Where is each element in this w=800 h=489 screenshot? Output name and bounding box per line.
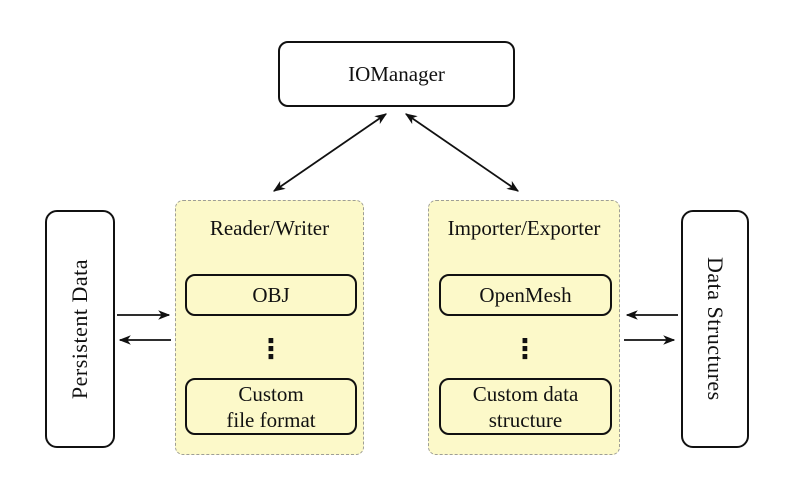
iomanager-label: IOManager [348,61,445,86]
data-structures-node: Data Structures [681,210,749,448]
persistent-data-node: Persistent Data [45,210,115,448]
openmesh-label-line1: OpenMesh [479,283,572,307]
reader-writer-title: Reader/Writer [209,216,330,240]
custom-data-structure-node: Custom data structure [439,378,612,435]
vertical-ellipsis-left: ⋮ [257,334,285,365]
custom-file-format-line1: Custom [238,381,304,406]
importer-exporter-panel [428,200,620,455]
custom-file-format-node: Custom file format [185,378,357,435]
arrow-iomanager-importerexporter [405,113,519,192]
arrow-iomanager-readerwriter [273,113,387,192]
obj-label-line1: OBJ [252,283,290,307]
custom-data-structure-line1: Custom data [472,381,579,406]
persistent-data-label: Persistent Data [67,258,92,400]
custom-file-format-line2: file format [226,407,316,432]
importer-exporter-title: Importer/Exporter [447,216,601,240]
custom-data-structure-line2: structure [488,407,563,432]
obj-node: OBJ [185,274,357,316]
openmesh-node: OpenMesh [439,274,612,316]
data-structures-label: Data Structures [703,257,728,401]
reader-writer-panel [175,200,364,455]
vertical-ellipsis-right: ⋮ [511,334,539,365]
iomanager-node: IOManager [278,41,515,107]
